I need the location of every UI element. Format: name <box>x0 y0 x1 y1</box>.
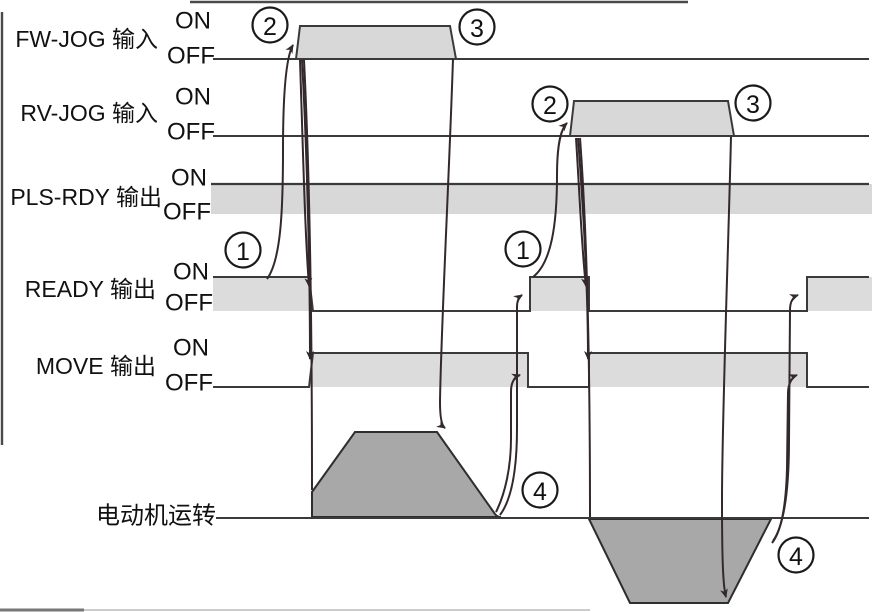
marker-ready-first: 1 <box>224 231 262 269</box>
marker-number: 3 <box>746 91 760 119</box>
arrow-motorstop2-to-ready-rise <box>772 294 799 542</box>
arrow-motorstop-to-ready-rise <box>499 294 523 516</box>
marker-circle <box>734 84 772 122</box>
label-rv-jog-off: OFF <box>167 119 215 146</box>
line-rvjog-to-motor-start <box>579 137 591 518</box>
ready-on-fill-3 <box>807 277 872 311</box>
arrow-motorstop-to-move-fall <box>495 373 521 513</box>
marker-fw-fall: 3 <box>458 8 496 46</box>
marker-circle <box>777 536 815 574</box>
step-markers: 2 3 2 3 1 1 4 4 <box>224 6 815 574</box>
scan-edge-artifacts <box>0 0 688 612</box>
sequence-arrows <box>266 44 799 598</box>
line-fwjog-to-motor-start <box>303 59 313 491</box>
ready-on-fill-2 <box>530 277 589 311</box>
move-on-fill-2 <box>589 353 807 387</box>
marker-number: 1 <box>516 237 530 265</box>
label-pls-rdy-off: OFF <box>163 199 211 226</box>
marker-number: 1 <box>236 238 250 266</box>
marker-circle <box>251 6 289 44</box>
label-move-off: OFF <box>165 370 213 397</box>
move-on-fill-1 <box>309 353 528 387</box>
marker-number: 4 <box>789 543 803 571</box>
arrow-rvjog-to-ready-fall <box>575 137 589 287</box>
marker-motor-stop-first: 4 <box>521 471 559 509</box>
marker-rv-fall: 3 <box>734 84 772 122</box>
label-pls-rdy: PLS-RDY 输出 <box>10 184 162 210</box>
marker-motor-stop-second: 4 <box>777 536 815 574</box>
label-move-on: ON <box>173 335 209 362</box>
marker-rv-rise: 2 <box>531 85 569 123</box>
rv-jog-pulse <box>568 100 736 137</box>
marker-fw-rise: 2 <box>251 6 289 44</box>
arrow-fwjog-to-move-rise <box>301 59 314 360</box>
label-fw-jog: FW-JOG 输入 <box>15 26 158 52</box>
marker-circle <box>531 85 569 123</box>
arrow-motorstop2-to-move-fall <box>771 374 798 544</box>
label-fw-jog-on: ON <box>175 8 211 35</box>
arrow-fwjog-fall-to-decel <box>436 58 454 429</box>
marker-number: 2 <box>543 92 557 120</box>
motor-reverse-profile <box>587 518 773 604</box>
arrow-ready-to-fwjog-rise <box>266 44 294 280</box>
arrow-rvjog-fall-to-decel <box>720 136 732 598</box>
label-fw-jog-off: OFF <box>167 43 215 70</box>
marker-number: 3 <box>470 15 484 43</box>
marker-circle <box>458 8 496 46</box>
fw-jog-signal <box>213 25 869 60</box>
label-rv-jog-on: ON <box>175 84 211 111</box>
marker-number: 2 <box>263 13 277 41</box>
marker-circle <box>521 471 559 509</box>
label-pls-rdy-on: ON <box>171 165 207 192</box>
marker-ready-second: 1 <box>504 230 542 268</box>
label-ready: READY 输出 <box>25 276 156 302</box>
motor-operation <box>216 431 869 604</box>
row-labels: FW-JOG 输入 ON OFF RV-JOG 输入 ON OFF PLS-RD… <box>10 8 216 530</box>
pls-rdy-on-band <box>211 184 872 214</box>
arrow-ready-to-rvjog-rise <box>532 122 568 278</box>
label-rv-jog: RV-JOG 输入 <box>20 100 158 126</box>
marker-circle <box>504 230 542 268</box>
fw-jog-pulse <box>294 25 458 60</box>
pls-rdy-signal <box>211 182 872 214</box>
label-ready-off: OFF <box>165 290 213 317</box>
ready-signal <box>213 276 872 312</box>
marker-circle <box>224 231 262 269</box>
ready-on-fill-1 <box>213 277 313 311</box>
rv-jog-signal <box>213 100 869 137</box>
label-motor-operation: 电动机运转 <box>96 503 216 530</box>
arrow-fwjog-to-ready-fall <box>299 59 313 287</box>
label-move: MOVE 输出 <box>36 353 156 379</box>
label-ready-on: ON <box>173 259 209 286</box>
marker-number: 4 <box>533 478 547 506</box>
motor-forward-profile <box>311 431 502 518</box>
